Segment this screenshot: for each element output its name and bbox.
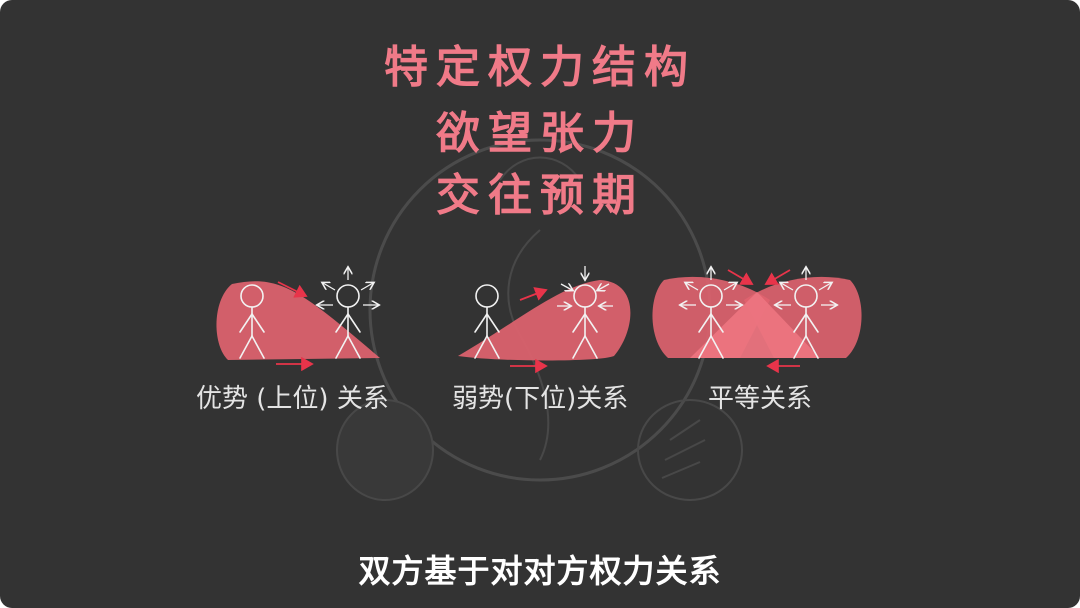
figure-other bbox=[335, 284, 361, 359]
headline-line-2: 欲望张力 bbox=[436, 108, 644, 159]
figure-subordinate bbox=[572, 284, 598, 359]
equal-shape-overlap bbox=[690, 292, 820, 358]
relation-dominant-diagram bbox=[216, 268, 380, 372]
headline-line-1: 特定权力结构 bbox=[384, 42, 696, 93]
converging-arrows-icon bbox=[557, 266, 613, 306]
headline-line-3: 交往预期 bbox=[436, 170, 644, 221]
red-arrow-icon bbox=[764, 269, 791, 285]
red-arrow-icon bbox=[519, 287, 548, 301]
figure-other bbox=[474, 284, 500, 359]
figure-superior bbox=[239, 284, 265, 359]
figure-left bbox=[698, 284, 724, 359]
spread-arrows-icon bbox=[681, 268, 836, 305]
red-arrow-icon bbox=[727, 269, 754, 285]
red-arrow-icon bbox=[277, 281, 308, 298]
label-subordinate-relation: 弱势(下位)关系 bbox=[452, 384, 629, 414]
label-equal-relation: 平等关系 bbox=[708, 384, 813, 414]
relation-equal-diagram bbox=[652, 268, 862, 374]
figure-right bbox=[793, 284, 819, 359]
subordinate-shape bbox=[458, 280, 631, 361]
spread-arrows-icon bbox=[318, 268, 378, 305]
subtitle-caption: 双方基于对对方权力关系 bbox=[358, 552, 722, 590]
dominant-shape bbox=[216, 281, 380, 360]
label-dominant-relation: 优势 (上位) 关系 bbox=[196, 384, 389, 414]
relation-subordinate-diagram bbox=[458, 266, 631, 374]
background-watermark bbox=[336, 138, 743, 501]
